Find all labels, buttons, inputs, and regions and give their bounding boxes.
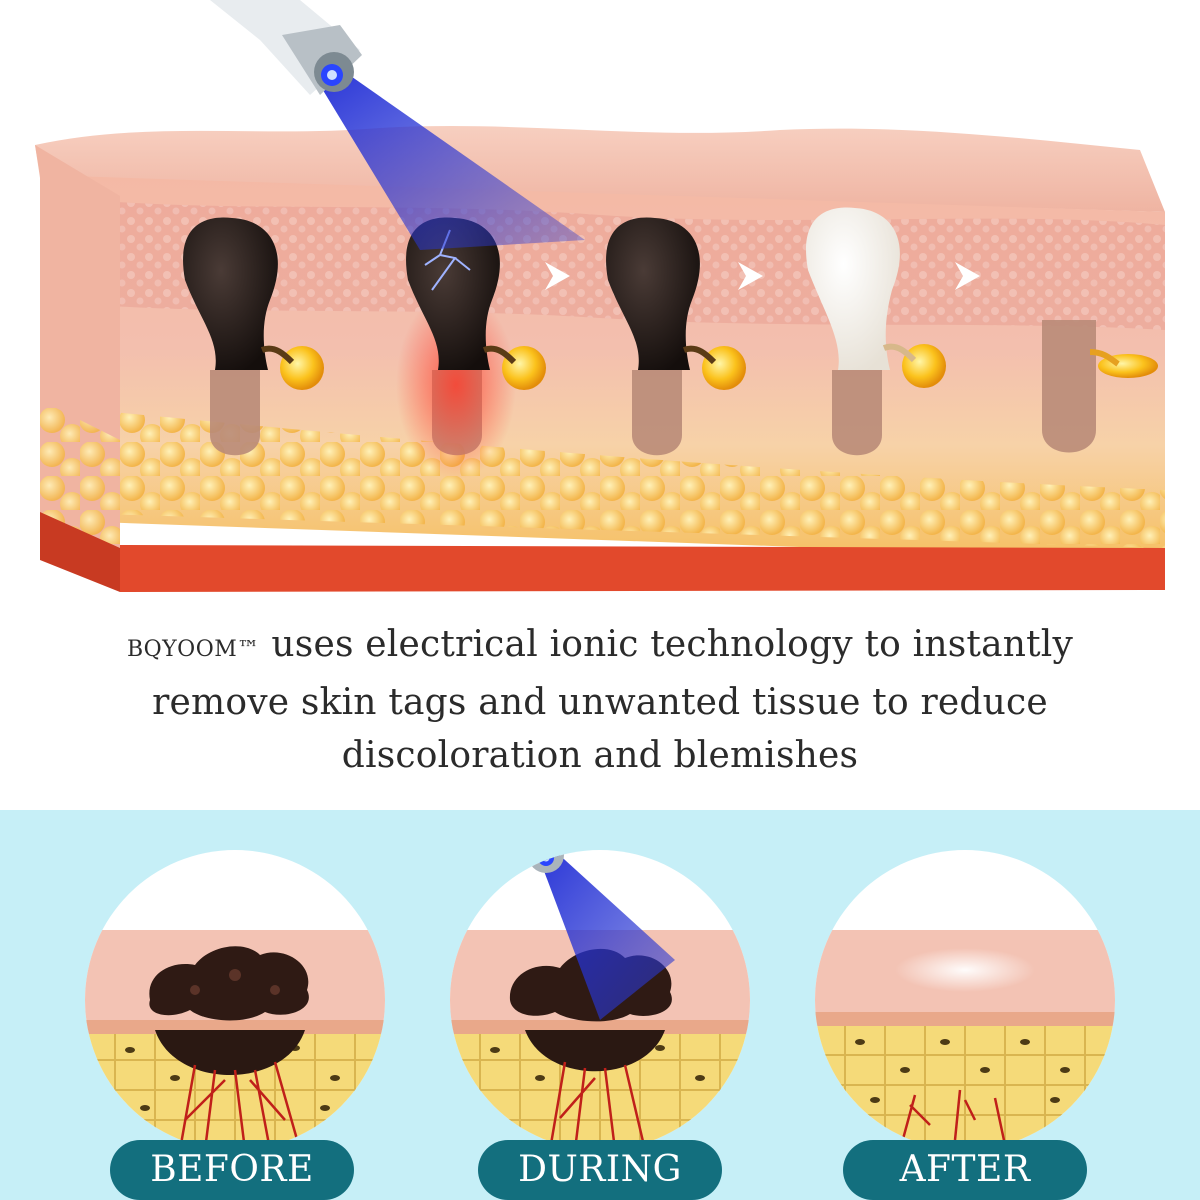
- after-skin-illustration: [815, 850, 1115, 1150]
- during-skin-illustration: [450, 850, 750, 1150]
- tagline-text: BQYOOM™ uses electrical ionic technology…: [0, 618, 1200, 782]
- device-pen-icon: [210, 0, 362, 95]
- tagline-line-2: remove skin tags and unwanted tissue to …: [152, 682, 1048, 723]
- tagline-line-3: discoloration and blemishes: [341, 735, 859, 776]
- skin-cross-section-illustration: [35, 0, 1165, 592]
- after-label: AFTER: [843, 1140, 1087, 1200]
- stage-before: BEFORE: [85, 850, 385, 1200]
- during-label: DURING: [478, 1140, 722, 1200]
- before-skin-illustration: [85, 850, 385, 1150]
- stage-during: DURING: [450, 850, 750, 1200]
- before-during-after-panel: BEFORE: [0, 810, 1200, 1200]
- stage-after: AFTER: [815, 850, 1115, 1200]
- brand-name: BQYOOM™: [126, 637, 260, 662]
- before-label: BEFORE: [110, 1140, 354, 1200]
- tagline-line-1: BQYOOM™ uses electrical ionic technology…: [126, 624, 1074, 665]
- arrow-icon: [545, 262, 980, 290]
